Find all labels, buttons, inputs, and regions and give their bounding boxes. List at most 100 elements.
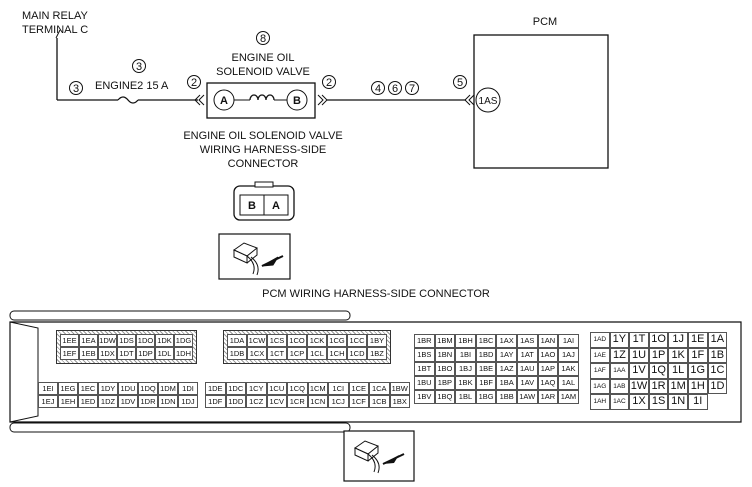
pcm-pin-cell: 1BU: [414, 376, 435, 390]
valve-connector-pin-b: B: [248, 200, 256, 212]
pcm-pin-cell: 1CY: [246, 382, 267, 395]
callout-valve-in-text: 2: [191, 77, 197, 89]
pcm-pin-cell: 1ED: [78, 395, 98, 408]
pcm-pin-cell: 1AB: [609, 378, 630, 394]
pcm-pin-cell: 1CO: [287, 334, 307, 347]
pcm-pin-cell: 1EB: [79, 347, 98, 360]
pcm-pin-cell: 1BJ: [455, 362, 476, 376]
pcm-pin-cell: 1V: [629, 363, 649, 379]
pcm-pin-cell: 1CL: [307, 347, 327, 360]
pcm-pin-cell: 1O: [648, 332, 669, 348]
valve-out-connector-icon: [317, 94, 328, 106]
pcm-pin-cell: 1BB: [496, 390, 517, 404]
pcm-pin-cell: 1BC: [475, 334, 497, 348]
pcm-pin-cell: 1P: [648, 347, 669, 363]
pcm-pin-cell: 1DA: [227, 334, 247, 347]
callout-wire-a: [371, 81, 385, 95]
pcm-pin-cell: 1DD: [225, 395, 246, 408]
pcm-pin-cell: 1EC: [78, 382, 98, 395]
valve-connector-label-line3: CONNECTOR: [228, 158, 299, 170]
valve-connector-label-line2: WIRING HARNESS-SIDE: [200, 144, 327, 156]
pcm-pin-cell: 1H: [687, 378, 708, 394]
pcm-pin-cell: 1AT: [516, 348, 538, 362]
probe-icon: [218, 233, 291, 280]
pcm-pin-cell: 1BW: [389, 382, 410, 395]
valve-pin-b: [286, 89, 308, 111]
pcm-pin-cell: 1B: [707, 347, 728, 363]
pcm-pin-cell: 1AN: [537, 334, 559, 348]
valve-connector-latch: [254, 181, 274, 188]
pcm-pin-cell: 1AA: [609, 363, 630, 379]
pcm-pin-cell: 1BS: [414, 348, 435, 362]
pcm-pin-cell: 1AU: [516, 362, 538, 376]
probe-icon-2: [343, 430, 415, 482]
callout-valve-out: [322, 75, 336, 89]
pcm-pin-cell: 1CQ: [287, 382, 308, 395]
pcm-pin-cell: 1L: [668, 363, 688, 379]
pcm-pin-cell: 1BA: [496, 376, 517, 390]
pcm-pin-cell: 1EH: [58, 395, 78, 408]
pcm-pin-cell: 1DO: [136, 334, 155, 347]
pcm-pin-cell: 1CD: [347, 347, 367, 360]
pcm-pin-cell: 1BG: [475, 390, 497, 404]
valve-pin-b-text: B: [293, 95, 301, 107]
pcm-pin-cell: 1BL: [455, 390, 476, 404]
pcm-pin-cell: 1EF: [60, 347, 79, 360]
pcm-pin-cell: 1D: [707, 378, 728, 394]
pcm-pin-cell: 1BZ: [367, 347, 387, 360]
pcm-pin-cell: 1G: [687, 363, 708, 379]
pcm-pin-cell: 1DK: [155, 334, 174, 347]
pcm-pin-cell: 1AZ: [496, 362, 517, 376]
pcm-box: [473, 34, 609, 169]
pcm-pin-cell: 1BF: [475, 376, 497, 390]
callout-valve: [256, 31, 270, 45]
pcm-pin-cell: 1AJ: [558, 348, 579, 362]
pcm-pin-cell: 1AR: [537, 390, 559, 404]
valve-connector-label-line1: ENGINE OIL SOLENOID VALVE: [183, 130, 342, 142]
pcm-pin-cell: 1AQ: [537, 376, 559, 390]
pcm-pin-cell: 1BR: [414, 334, 435, 348]
pcm-pin-cell: 1BK: [455, 376, 476, 390]
pcm-pin-cell: 1BM: [434, 334, 456, 348]
pcm-pin-cell: 1BO: [434, 362, 456, 376]
pcm-pin-cell: 1DH: [174, 347, 193, 360]
pcm-pin-cell: 1AC: [609, 394, 630, 410]
pcm-pin-cell: 1DF: [205, 395, 226, 408]
pcm-pin-cell: 1DM: [158, 382, 178, 395]
pcm-pin-cell: 1A: [707, 332, 728, 348]
pcm-pin-cell: 1DG: [174, 334, 193, 347]
callout-pcm-in-text: 5: [457, 77, 463, 89]
pcm-pin-cell: 1E: [687, 332, 708, 348]
pcm-pin-cell: 1AS: [516, 334, 538, 348]
pcm-pin-cell: 1AE: [590, 347, 610, 363]
pcm-pin-cell: 1DV: [118, 395, 138, 408]
pcm-pin-cell: 1Q: [648, 363, 669, 379]
pcm-pin-cell: 1W: [629, 378, 649, 394]
pcm-pin-cell: 1CT: [267, 347, 287, 360]
pcm-label: PCM: [533, 16, 557, 28]
valve-connector-pin-a: A: [272, 200, 280, 212]
callout-valve-in: [187, 75, 201, 89]
pcm-pin-cell: 1K: [668, 347, 688, 363]
pcm-pin-cell: 1U: [629, 347, 649, 363]
valve-label-line2: SOLENOID VALVE: [216, 66, 310, 78]
pcm-pin-cell: 1AH: [590, 394, 610, 410]
pcm-pin-cell: 1CN: [307, 395, 328, 408]
pcm-pin-cell: 1CW: [247, 334, 267, 347]
pcm-pin-cell: 1DS: [117, 334, 136, 347]
connector-bottom-rail: [9, 422, 351, 433]
callout-wire-b: [388, 81, 402, 95]
pcm-pin-cell: 1BQ: [434, 390, 456, 404]
pcm-pin-cell: 1DL: [155, 347, 174, 360]
pcm-pin-cell: 1CG: [327, 334, 347, 347]
main-relay-label-line2: TERMINAL C: [22, 24, 88, 36]
pcm-pin-cell: 1I: [687, 394, 708, 410]
pcm-pin-cell: 1X: [629, 394, 649, 410]
coil-symbol: [249, 94, 275, 101]
connector-left-edge: [9, 321, 39, 423]
callout-pcm-in: [453, 75, 467, 89]
pcm-pin-cell: 1EE: [60, 334, 79, 347]
